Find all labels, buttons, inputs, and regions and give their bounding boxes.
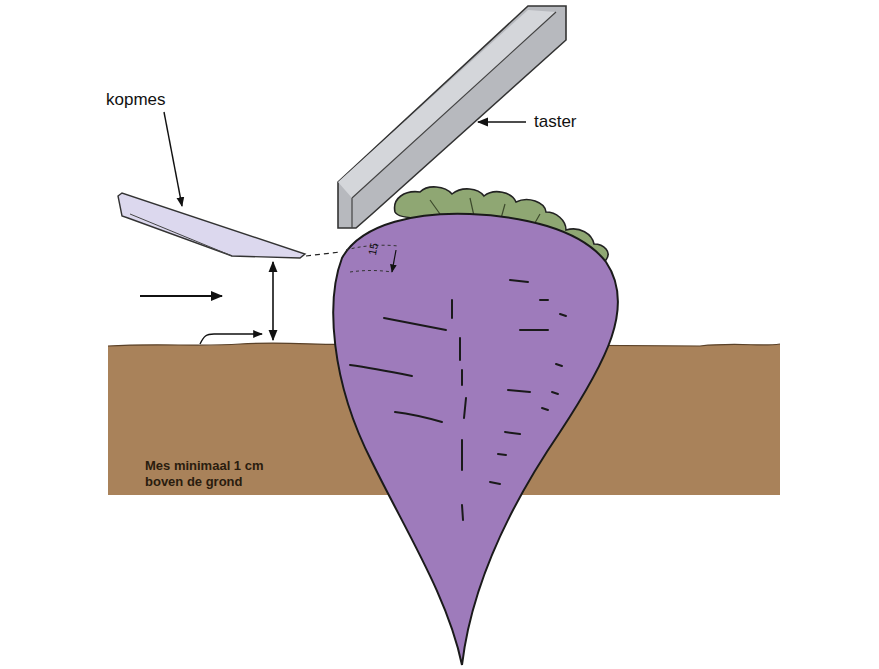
kopmes-pointer [164,112,182,206]
taster-pointer [478,121,526,123]
feeler-edge [352,12,556,228]
part-name: kopmes [106,90,166,110]
feeler-face [338,10,556,198]
dimension-leader [200,334,262,344]
part-name: taster [534,112,577,132]
dimension-value: 15 [366,242,380,256]
cut-depth-dimension [392,250,396,272]
note-text: Mes minimaal 1 cm boven de grond [145,458,305,491]
ground-band: Mes minimaal 1 cm boven de grond [108,346,780,495]
feeler-bar [338,6,566,228]
topping-knife [118,193,305,258]
knife-height-dimension [272,262,274,340]
cut-line [306,252,340,256]
travel-direction-arrow [140,295,222,297]
sugar-beet [333,214,618,665]
knife-edge [130,214,232,256]
beet-texture [350,280,566,520]
